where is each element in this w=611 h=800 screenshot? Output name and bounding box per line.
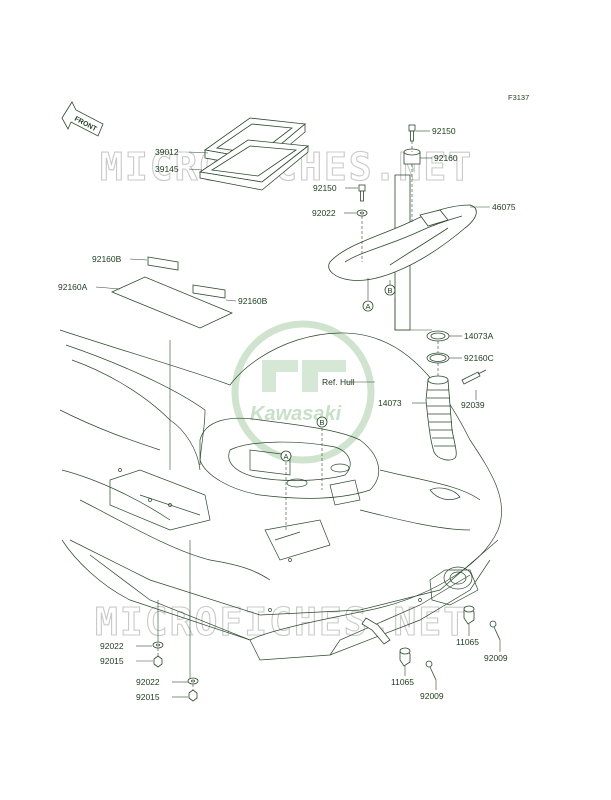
part-39145-gasket	[198, 139, 310, 191]
marker-b-lower: B	[316, 416, 328, 428]
label-92160c: 92160C	[464, 353, 494, 363]
part-92022-washer-top	[356, 209, 368, 217]
label-92150-mid: 92150	[313, 183, 337, 193]
marker-b-upper: B	[384, 284, 396, 296]
label-92022-left2: 92022	[136, 677, 160, 687]
kawasaki-logo: Kawasaki	[231, 320, 375, 464]
svg-text:B: B	[320, 418, 325, 427]
label-92160a: 92160A	[58, 282, 88, 292]
label-92009-right: 92009	[484, 653, 508, 663]
label-92160-top: 92160	[434, 153, 458, 163]
part-92160c-ring	[426, 352, 450, 364]
label-92022-left1: 92022	[100, 641, 124, 651]
part-92022-washer-left1	[152, 641, 164, 649]
part-labels: 39012 39145 92150 92160 92150 92022 4607…	[58, 126, 516, 702]
hose-detail	[361, 617, 391, 645]
part-92015-nut-left2	[188, 689, 198, 702]
label-39012: 39012	[155, 147, 179, 157]
kawasaki-logo-text: Kawasaki	[250, 403, 342, 425]
part-14073-duct	[425, 375, 457, 461]
part-92022-washer-left2	[187, 677, 199, 685]
part-11065-plug-bottom	[399, 647, 411, 667]
label-46075: 46075	[492, 202, 516, 212]
marker-a-lower: A	[280, 450, 292, 462]
part-92039-clip	[461, 369, 487, 385]
label-92009-bottom: 92009	[420, 691, 444, 701]
part-92015-nut-left1	[153, 655, 163, 668]
label-92160b-left: 92160B	[92, 254, 122, 264]
part-92009-screw-bottom	[425, 660, 437, 681]
label-92150-top: 92150	[432, 126, 456, 136]
part-92009-screw-right	[489, 620, 501, 641]
part-92160a-mat	[110, 276, 233, 329]
hull-drawing	[59, 329, 502, 661]
label-92160b-right: 92160B	[238, 296, 268, 306]
label-92015-left1: 92015	[100, 656, 124, 666]
part-14073a-ring	[426, 330, 450, 342]
svg-text:A: A	[366, 302, 371, 311]
part-11065-plug-right	[463, 605, 475, 625]
part-46075-grab-handle	[328, 204, 477, 281]
part-92160b-pad-right	[192, 284, 226, 299]
part-92160b-pad-left	[147, 256, 179, 271]
label-92015-left2: 92015	[136, 692, 160, 702]
leader-lines	[95, 130, 501, 698]
ref-hull-label: Ref. Hull	[322, 377, 355, 387]
front-arrow-icon: FRONT	[61, 101, 104, 137]
label-11065-right: 11065	[456, 637, 479, 647]
part-92150-bolt-top	[408, 124, 416, 142]
label-14073a: 14073A	[464, 331, 494, 341]
label-14073: 14073	[378, 398, 402, 408]
diagram-code: F3137	[508, 93, 529, 102]
label-39145: 39145	[155, 164, 179, 174]
marker-a-upper: A	[362, 300, 374, 312]
watermark-bottom: MICROFICHES.NET	[95, 600, 468, 644]
label-92022-top: 92022	[312, 208, 336, 218]
svg-text:A: A	[284, 452, 289, 461]
svg-text:B: B	[388, 286, 393, 295]
label-11065-bottom: 11065	[391, 677, 414, 687]
part-92150-bolt-mid	[358, 184, 366, 202]
label-92039: 92039	[461, 400, 485, 410]
